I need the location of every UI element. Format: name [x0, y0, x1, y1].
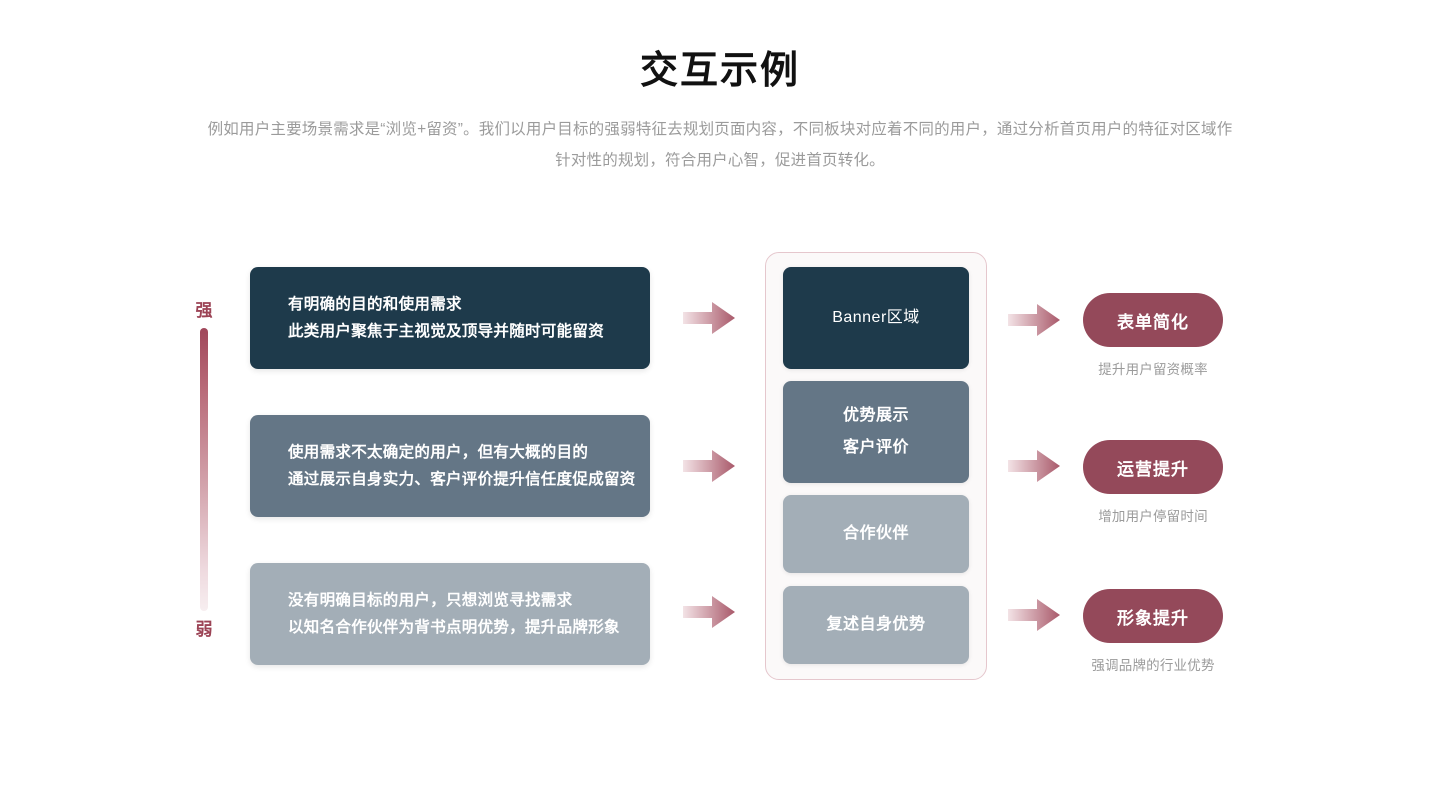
- goal-caption: 提升用户留资概率: [1098, 362, 1208, 377]
- arrow-right-icon: [683, 449, 735, 483]
- page-section-partners[interactable]: 合作伙伴: [783, 495, 969, 573]
- segment-line-1: 有明确的目的和使用需求: [288, 296, 462, 313]
- goal-group-1: 表单简化 提升用户留资概率: [1083, 293, 1223, 378]
- goal-pill-form-simplify[interactable]: 表单简化: [1083, 293, 1223, 347]
- segment-line-2: 通过展示自身实力、客户评价提升信任度促成留资: [288, 471, 636, 488]
- segment-line-1: 没有明确目标的用户，只想浏览寻找需求: [288, 592, 573, 609]
- page-title: 交互示例: [639, 50, 800, 92]
- goal-caption: 强调品牌的行业优势: [1091, 658, 1215, 673]
- strength-scale: 强 弱: [186, 296, 222, 640]
- segment-line-1: 使用需求不太确定的用户，但有大概的目的: [288, 444, 589, 461]
- goal-pill-image-uplift[interactable]: 形象提升: [1083, 589, 1223, 643]
- section-label: Banner区域: [832, 309, 920, 326]
- page-section-restate-advantages[interactable]: 复述自身优势: [783, 586, 969, 664]
- section-label: 合作伙伴: [842, 525, 909, 542]
- section-label: 优势展示: [842, 407, 909, 424]
- user-segment-card-2: 使用需求不太确定的用户，但有大概的目的 通过展示自身实力、客户评价提升信任度促成…: [250, 415, 650, 517]
- section-sublabel: 客户评价: [842, 439, 909, 456]
- goal-group-3: 形象提升 强调品牌的行业优势: [1083, 589, 1223, 674]
- scale-label-strong: 强: [195, 301, 213, 320]
- segment-line-2: 此类用户聚焦于主视觉及顶导并随时可能留资: [288, 323, 605, 340]
- arrow-right-icon: [1008, 303, 1060, 337]
- goal-caption: 增加用户停留时间: [1098, 509, 1208, 524]
- user-segment-card-3: 没有明确目标的用户，只想浏览寻找需求 以知名合作伙伴为背书点明优势，提升品牌形象: [250, 563, 650, 665]
- scale-label-weak: 弱: [195, 620, 213, 639]
- user-segment-card-1: 有明确的目的和使用需求 此类用户聚焦于主视觉及顶导并随时可能留资: [250, 267, 650, 369]
- arrow-right-icon: [1008, 449, 1060, 483]
- arrow-right-icon: [1008, 598, 1060, 632]
- section-label: 复述自身优势: [826, 616, 926, 633]
- arrow-right-icon: [683, 595, 735, 629]
- scale-gradient-bar: [200, 328, 208, 611]
- page-section-banner[interactable]: Banner区域: [783, 267, 969, 369]
- page-subtitle: 例如用户主要场景需求是“浏览+留资”。我们以用户目标的强弱特征去规划页面内容，不…: [207, 121, 1233, 169]
- segment-line-2: 以知名合作伙伴为背书点明优势，提升品牌形象: [288, 619, 620, 636]
- goal-pill-operations-uplift[interactable]: 运营提升: [1083, 440, 1223, 494]
- goal-group-2: 运营提升 增加用户停留时间: [1083, 440, 1223, 525]
- arrow-right-icon: [683, 301, 735, 335]
- page-section-advantages[interactable]: 优势展示 客户评价: [783, 381, 969, 483]
